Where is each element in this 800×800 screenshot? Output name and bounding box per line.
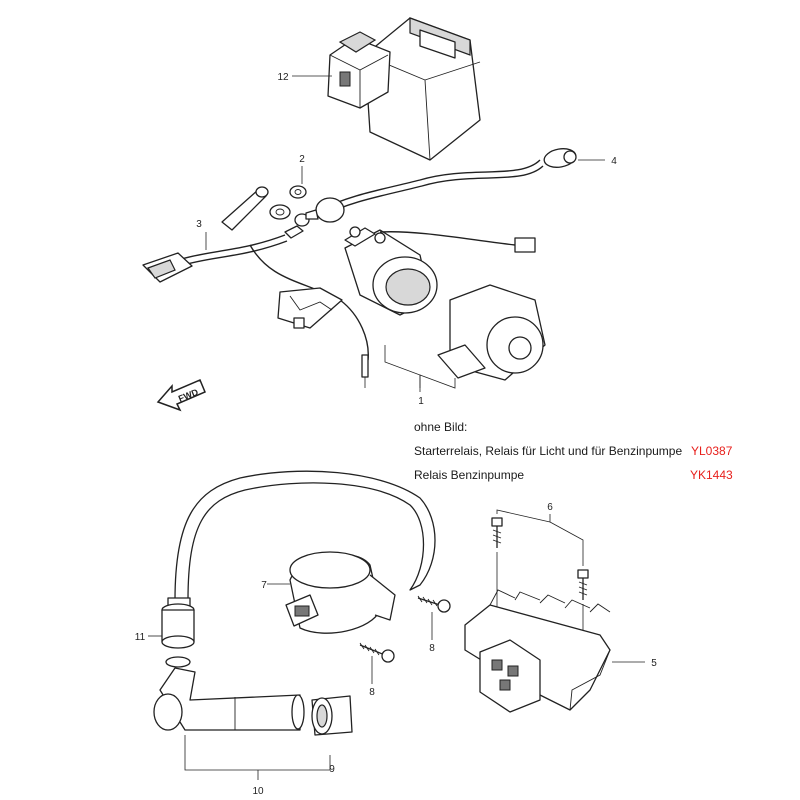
callout-12: 12 — [277, 72, 289, 83]
screw-8-lower — [359, 642, 395, 684]
screw-8-upper — [417, 595, 451, 640]
relay-bracket — [249, 244, 369, 388]
note-row-2-text: Relais Benzinpumpe — [414, 468, 525, 482]
callout-10: 10 — [252, 786, 264, 797]
callout-7: 7 — [261, 580, 267, 591]
note-row-1-code: YL0387 — [691, 444, 733, 458]
callout-1: 1 — [418, 396, 424, 407]
ignition-cable-10 — [153, 470, 436, 780]
callout-11: 11 — [135, 632, 146, 643]
callout-9: 9 — [329, 764, 335, 775]
callout-8-upper: 8 — [429, 643, 435, 654]
wire-lead-4 — [319, 148, 605, 217]
callout-2: 2 — [299, 154, 305, 165]
cap-9 — [311, 695, 353, 736]
nut-2 — [289, 166, 307, 199]
callout-3: 3 — [196, 219, 202, 230]
wiring-harness-3 — [142, 186, 310, 283]
note-row-2-code: YK1443 — [690, 468, 733, 482]
cdi-unit-12 — [292, 17, 481, 161]
callout-6: 6 — [547, 502, 553, 513]
callout-5: 5 — [651, 658, 657, 669]
forward-arrow-icon: FWD — [156, 379, 206, 412]
grommet-11 — [148, 603, 195, 668]
note-row-1-text: Starterrelais, Relais für Licht und für … — [414, 444, 683, 458]
callout-8-lower: 8 — [369, 687, 375, 698]
callout-4: 4 — [611, 156, 617, 167]
starter-relay-1 — [305, 197, 546, 392]
ignition-coil-7 — [267, 551, 396, 634]
notes-heading: ohne Bild: — [414, 420, 468, 434]
regulator-rectifier-5 — [464, 589, 645, 713]
